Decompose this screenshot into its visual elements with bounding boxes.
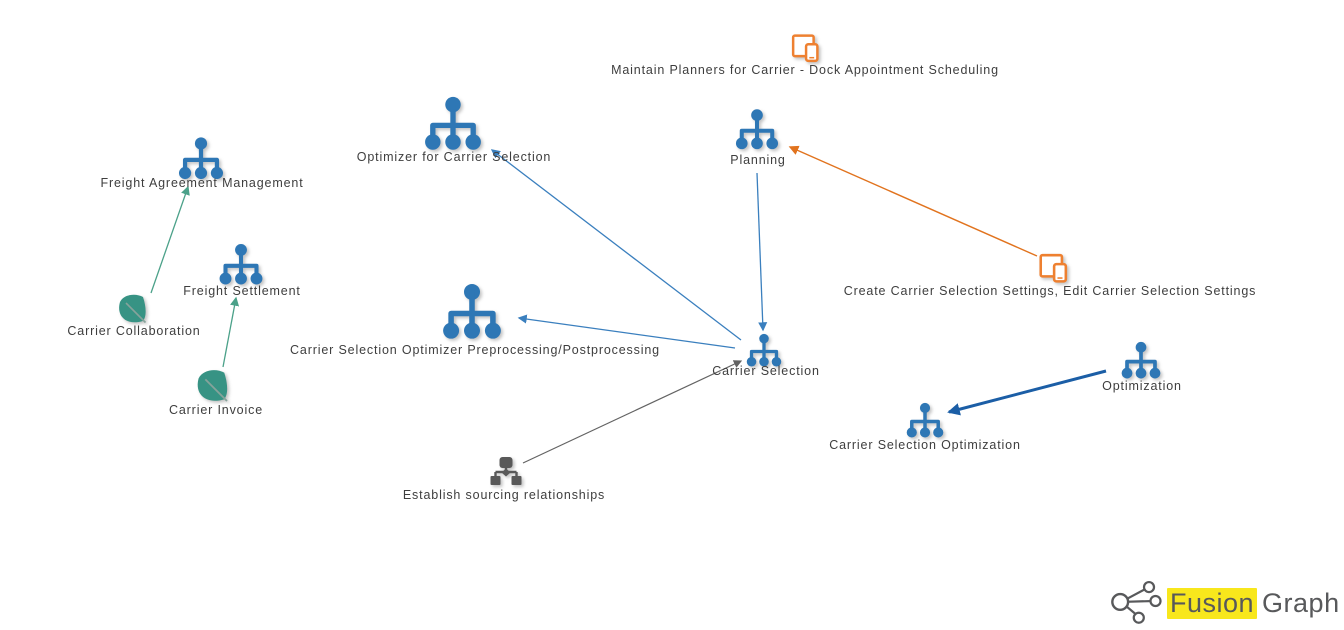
leaf-icon [119, 294, 147, 324]
node-establish-sourcing-relationships[interactable] [490, 456, 523, 487]
node-freight-settlement[interactable] [219, 243, 264, 285]
edge-optimization-to-carrier-selection-optimization [947, 369, 1107, 416]
node-create-carrier-selection-settings[interactable] [1039, 253, 1068, 284]
graph-nodes-icon [1110, 578, 1162, 629]
label-planning: Planning [730, 153, 786, 167]
org-hierarchy-icon [746, 333, 782, 367]
org-hierarchy-icon [735, 109, 779, 150]
edge-planning-to-carrier-selection [756, 172, 768, 332]
edge-carrier-collaboration-to-freight-agreement-management [150, 185, 190, 294]
label-create-carrier-selection-settings: Create Carrier Selection Settings, Edit … [843, 284, 1257, 298]
logo-text-fusion: Fusion [1167, 587, 1258, 619]
label-establish-sourcing-relationships: Establish sourcing relationships [402, 488, 606, 502]
label-optimizer-for-carrier-selection: Optimizer for Carrier Selection [356, 150, 552, 164]
label-maintain-planners: Maintain Planners for Carrier - Dock App… [611, 63, 999, 77]
label-carrier-invoice: Carrier Invoice [168, 403, 264, 417]
org-hierarchy-icon [443, 283, 501, 339]
label-freight-agreement-management: Freight Agreement Management [100, 176, 304, 190]
node-maintain-planners[interactable] [791, 33, 819, 63]
node-carrier-selection-optimization[interactable] [905, 402, 946, 438]
app-windows-icon [791, 34, 819, 63]
label-freight-settlement: Freight Settlement [183, 284, 301, 298]
node-carrier-invoice[interactable] [191, 366, 233, 406]
leaf-icon [197, 370, 228, 402]
edge-establish-sourcing-relationships-to-carrier-selection [522, 360, 743, 464]
org-hierarchy-icon [178, 137, 224, 180]
org-hierarchy-icon [1121, 341, 1161, 379]
edge-create-carrier-selection-settings-to-planning [788, 145, 1038, 257]
app-windows-icon [1039, 253, 1068, 283]
node-carrier-collaboration[interactable] [113, 291, 151, 327]
logo-text-graph: Graph [1262, 587, 1340, 618]
edge-carrier-invoice-to-freight-settlement [222, 296, 240, 368]
label-carrier-collaboration: Carrier Collaboration [67, 324, 201, 338]
label-carrier-selection-optimization: Carrier Selection Optimization [829, 438, 1021, 452]
flowchart-icon [490, 457, 522, 485]
node-optimizer-for-carrier-selection[interactable] [425, 96, 482, 151]
org-hierarchy-icon [219, 243, 263, 285]
org-hierarchy-icon [906, 402, 944, 438]
node-carrier-selection[interactable] [745, 333, 784, 367]
node-planning[interactable] [735, 107, 779, 152]
node-optimization[interactable] [1119, 341, 1164, 379]
node-freight-agreement-management[interactable] [178, 137, 224, 180]
label-carrier-selection-optimizer-preprocessing: Carrier Selection Optimizer Preprocessin… [290, 343, 660, 357]
fusiongraph-logo[interactable]: Fusion Graph [1110, 580, 1340, 626]
edge-carrier-selection-to-optimizer-for-carrier-selection [490, 149, 742, 341]
label-optimization: Optimization [1102, 379, 1182, 393]
org-hierarchy-icon [425, 96, 481, 150]
label-carrier-selection: Carrier Selection [712, 364, 820, 378]
node-carrier-selection-optimizer-preprocessing[interactable] [443, 283, 502, 340]
